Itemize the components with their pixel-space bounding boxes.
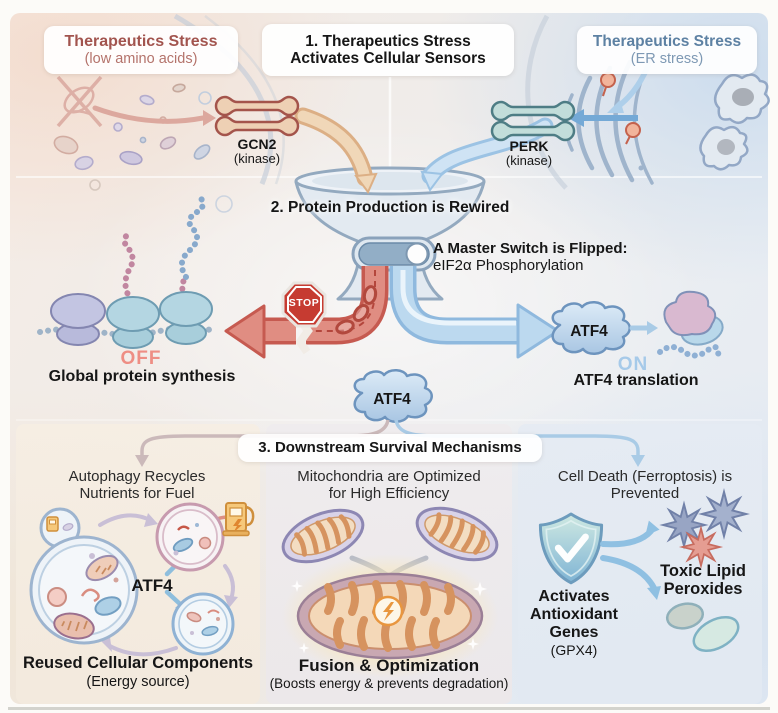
misfolded-protein-cluster bbox=[699, 73, 770, 171]
membrane-arc-right bbox=[525, 14, 568, 190]
engulfed-organelles bbox=[47, 553, 122, 640]
arrow-shield-to-stars bbox=[600, 520, 660, 548]
step3-title: 3. Downstream Survival Mechanisms bbox=[258, 438, 522, 456]
recycling-vesicle bbox=[171, 592, 235, 656]
shield-label-sub: (GPX4) bbox=[550, 642, 598, 658]
shield-icon bbox=[538, 512, 604, 585]
atf4-right-label: ATF4 bbox=[570, 323, 608, 340]
mitochondrion-fused bbox=[296, 572, 484, 660]
input-arrow-gcn2 bbox=[294, 107, 378, 194]
on-status: ON bbox=[617, 354, 649, 375]
left-box-title: Therapeutics Stress bbox=[64, 32, 218, 50]
therapeutic-stress-left-box: Therapeutics Stress (low amino acids) bbox=[44, 26, 238, 74]
shield-label-3: Genes bbox=[549, 624, 599, 641]
gas-pump-icon bbox=[222, 502, 255, 537]
master-switch-line2: eIF2α Phosphorylation bbox=[433, 257, 584, 274]
branch-arrow-left bbox=[135, 419, 390, 467]
nascent-protein-blob bbox=[657, 290, 724, 359]
toxic-star-salmon bbox=[681, 527, 721, 567]
autophagy-header-2: Nutrients for Fuel bbox=[79, 485, 195, 502]
autophagy-atf4-label: ATF4 bbox=[131, 576, 173, 595]
amino-acid-particles bbox=[53, 83, 233, 213]
left-box-subtitle: (low amino acids) bbox=[84, 50, 198, 67]
ribosome-stalled bbox=[50, 293, 106, 346]
mitochondria-header-1: Mitochondria are Optimized bbox=[297, 468, 481, 485]
stop-sign-icon bbox=[281, 281, 327, 328]
peptide-chain-pink bbox=[121, 229, 136, 303]
step1-line2: Activates Cellular Sensors bbox=[290, 50, 486, 67]
toxic-star-blue-2 bbox=[701, 491, 747, 537]
master-switch-line1: A Master Switch is Flipped: bbox=[433, 240, 628, 257]
mitochondria-footer-sub: (Boosts energy & prevents degradation) bbox=[269, 676, 509, 691]
on-stream-arrow bbox=[389, 266, 560, 359]
gcn2-label: GCN2 bbox=[237, 136, 277, 152]
chain-links bbox=[335, 285, 378, 335]
shield-label-1: Activates bbox=[538, 588, 610, 605]
step3-title-box: 3. Downstream Survival Mechanisms bbox=[238, 434, 542, 462]
autophagy-header-1: Autophagy Recycles bbox=[68, 468, 206, 485]
toxic-label-1: Toxic Lipid bbox=[660, 562, 746, 580]
ferroptosis-header-2: Prevented bbox=[610, 485, 680, 502]
toxic-label-2: Peroxides bbox=[663, 580, 743, 598]
master-switch-toggle bbox=[351, 236, 437, 272]
mitochondrion-small-left bbox=[281, 508, 365, 564]
arrow-shield-to-lipids bbox=[600, 555, 661, 600]
lightning-icon bbox=[372, 595, 404, 627]
atf4-center-label: ATF4 bbox=[373, 391, 411, 408]
ferroptosis-header-1: Cell Death (Ferroptosis) is bbox=[557, 468, 733, 485]
mitochondria-footer: Fusion & Optimization bbox=[298, 656, 480, 675]
off-stream-arrow bbox=[224, 266, 389, 359]
unfolded-protein-pins bbox=[600, 72, 641, 145]
perk-label: PERK bbox=[509, 138, 549, 154]
branch-arrow-right bbox=[394, 419, 645, 467]
right-box-subtitle: (ER stress) bbox=[630, 50, 704, 67]
shield-label-2: Antioxidant bbox=[530, 606, 618, 623]
autophagosome bbox=[29, 507, 139, 645]
off-status: OFF bbox=[120, 348, 162, 369]
therapeutic-stress-right-box: Therapeutics Stress (ER stress) bbox=[577, 26, 757, 74]
ribosome-3 bbox=[159, 291, 213, 345]
neutralized-lipid-blobs bbox=[665, 602, 740, 652]
perk-type: (kinase) bbox=[505, 153, 553, 168]
gcn2-receptor bbox=[214, 95, 300, 137]
autolysosome bbox=[155, 502, 225, 572]
step1-title-box: 1. Therapeutics Stress Activates Cellula… bbox=[262, 24, 514, 76]
gas-pump-small-icon bbox=[46, 516, 74, 532]
right-box-title: Therapeutics Stress bbox=[592, 33, 742, 51]
check-icon bbox=[554, 533, 589, 563]
stop-sign-text: STOP bbox=[288, 297, 320, 309]
mitochondria-header-2: for High Efficiency bbox=[328, 485, 450, 502]
no-nutrients-icon bbox=[56, 75, 103, 128]
stress-arrow-to-gcn2 bbox=[92, 105, 216, 126]
step1-line1: 1. Therapeutics Stress bbox=[305, 32, 471, 50]
atf4-translation-label: ATF4 translation bbox=[573, 372, 699, 389]
gcn2-type: (kinase) bbox=[233, 151, 281, 166]
step2-title: 2. Protein Production is Rewired bbox=[270, 199, 510, 216]
arrow-atf4-to-protein bbox=[629, 321, 658, 335]
ribosome-2 bbox=[106, 296, 160, 349]
mitochondrion-small-right bbox=[415, 506, 499, 562]
peptide-chain-blue bbox=[178, 194, 206, 299]
global-synthesis-label: Global protein synthesis bbox=[48, 368, 236, 385]
autophagy-footer-sub: (Energy source) bbox=[86, 674, 190, 690]
autophagy-footer: Reused Cellular Components bbox=[22, 654, 254, 672]
mrna-bead-chain bbox=[657, 344, 722, 359]
figure-bottom-edge bbox=[8, 707, 770, 710]
